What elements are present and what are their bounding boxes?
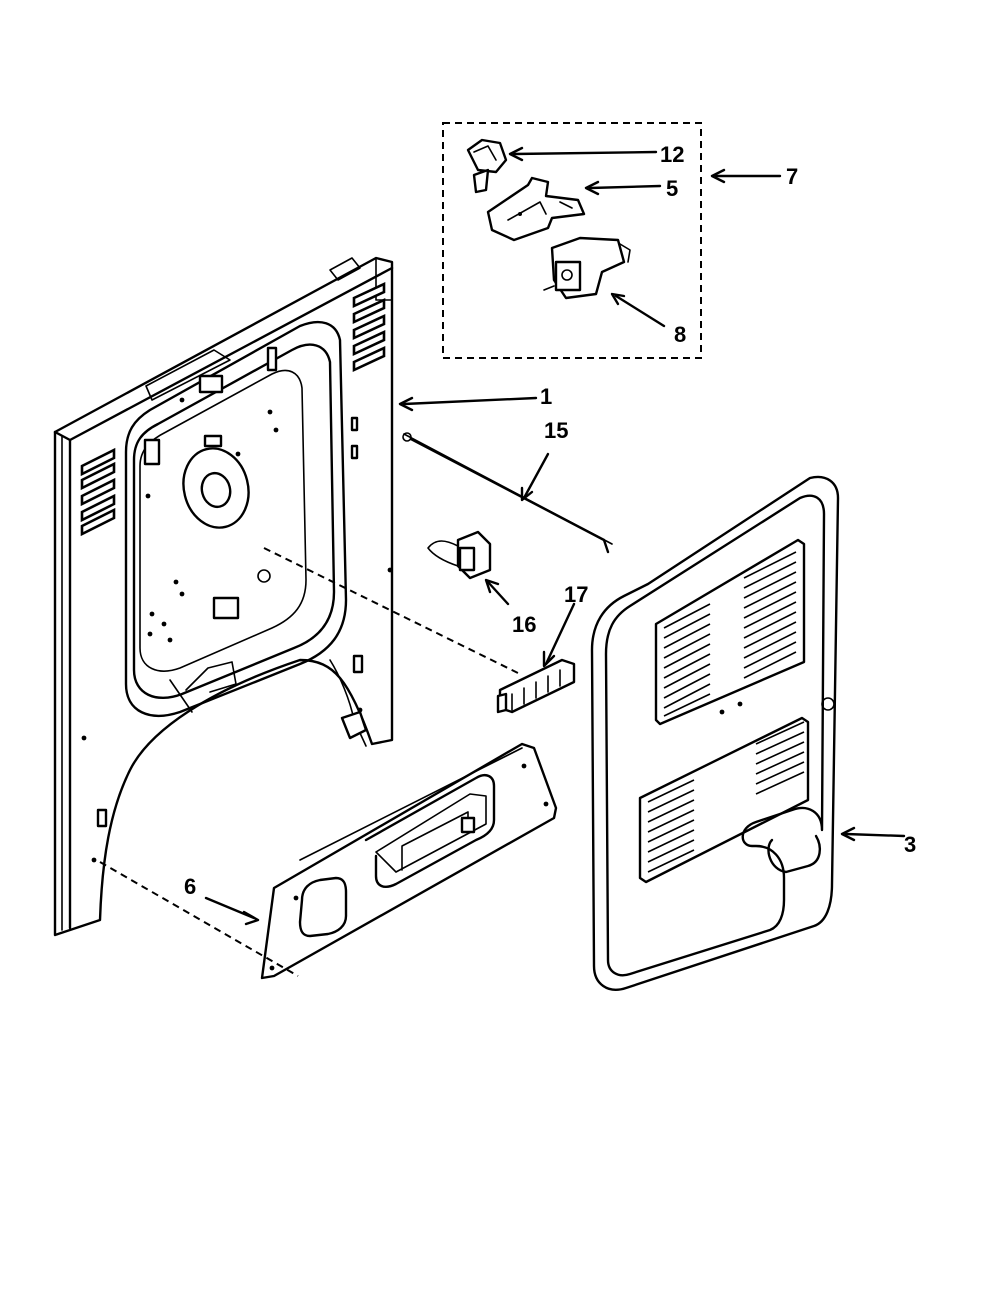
part-8-switch — [543, 236, 631, 300]
part-6-lower-panel — [260, 742, 558, 980]
part-15-rod — [402, 432, 613, 554]
part-1-back-panel — [53, 256, 394, 937]
callout-16: 16 — [512, 612, 536, 637]
callout-8: 8 — [674, 322, 686, 347]
part-12-clip — [466, 138, 508, 194]
assembly-7-group — [442, 122, 702, 359]
leader-lines — [204, 146, 906, 926]
callout-3: 3 — [904, 832, 916, 857]
part-5-bracket — [486, 176, 586, 242]
part-17-terminal-block — [496, 658, 576, 714]
callout-5: 5 — [666, 176, 678, 201]
callout-7: 7 — [786, 164, 798, 189]
part-16-sensor — [427, 530, 492, 580]
lower-grille — [638, 716, 810, 884]
upper-grille — [654, 538, 806, 726]
panel-vents-right — [352, 281, 386, 373]
callout-6: 6 — [184, 874, 196, 899]
alignment-lines — [99, 547, 521, 977]
callout-17: 17 — [564, 582, 588, 607]
callout-labels: 12 5 7 8 1 15 16 17 3 6 — [184, 142, 916, 899]
callout-1: 1 — [540, 384, 552, 409]
part-3-side-shield — [590, 475, 840, 991]
callout-12: 12 — [660, 142, 684, 167]
callout-15: 15 — [544, 418, 568, 443]
panel-vents-left — [80, 447, 116, 537]
panel-holes — [81, 397, 393, 863]
